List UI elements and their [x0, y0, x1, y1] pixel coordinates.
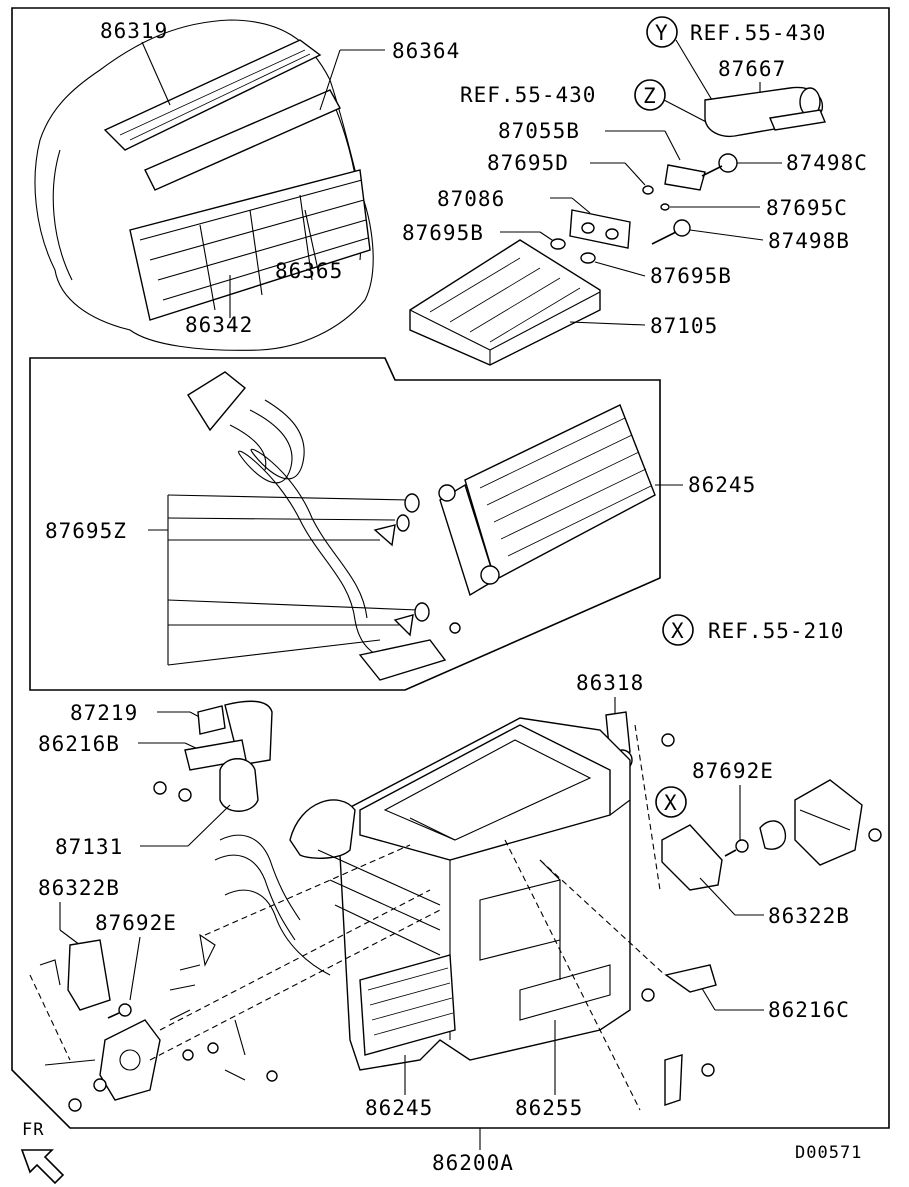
heater-core-87105 — [409, 239, 601, 366]
ref-y-text: REF.55-430 — [690, 21, 826, 45]
label-86342: 86342 — [185, 313, 253, 337]
ref-z-letter: Z — [643, 84, 657, 108]
motor-87131 — [219, 758, 259, 812]
label-86216C: 86216C — [768, 998, 850, 1022]
front-arrow-icon — [20, 1149, 65, 1185]
ref-x-circle — [662, 614, 694, 646]
label-87219: 87219 — [70, 701, 138, 725]
label-86318: 86318 — [576, 671, 644, 695]
actuator-lower-left — [68, 1019, 161, 1112]
label-86245-top: 86245 — [688, 473, 756, 497]
actuator-86322B-left — [67, 939, 111, 1011]
label-86216B: 86216B — [38, 732, 120, 756]
label-87695B-right: 87695B — [650, 264, 732, 288]
label-86322B-left: 86322B — [38, 876, 120, 900]
label-86200A: 86200A — [432, 1151, 514, 1175]
label-87105: 87105 — [650, 314, 718, 338]
label-86365: 86365 — [275, 259, 343, 283]
bracket-lower-right — [664, 1054, 715, 1106]
label-87131: 87131 — [55, 835, 123, 859]
ref-x-text: REF.55-210 — [708, 619, 844, 643]
label-86322B-right: 86322B — [768, 904, 850, 928]
bracket-87055B — [664, 164, 706, 191]
label-86255: 86255 — [515, 1096, 583, 1120]
bolt-87498B — [651, 219, 691, 245]
x-mark-circle — [655, 786, 687, 818]
heater-core-86245-detail — [438, 404, 656, 597]
label-87692E-right: 87692E — [692, 759, 774, 783]
hose-87667 — [704, 86, 826, 137]
ref-y-letter: Y — [655, 21, 669, 45]
label-86245-bottom: 86245 — [365, 1096, 433, 1120]
ref-y-circle — [646, 16, 678, 48]
label-86364: 86364 — [392, 39, 460, 63]
label-87055B: 87055B — [498, 119, 580, 143]
heater-pipes-detail — [187, 371, 391, 657]
label-87695C: 87695C — [766, 196, 848, 220]
actuator-86322B-right — [661, 824, 723, 891]
dash-assembly-illustration — [34, 19, 374, 351]
actuator-right — [759, 779, 882, 866]
label-87695B-left: 87695B — [402, 221, 484, 245]
bracket-86216C — [641, 964, 717, 1002]
label-87498B: 87498B — [768, 229, 850, 253]
detail-box — [29, 357, 661, 691]
ref-z-text: REF.55-430 — [460, 83, 596, 107]
screw-87692E-right — [724, 839, 749, 857]
flange-87086 — [569, 209, 631, 249]
label-86319: 86319 — [100, 19, 168, 43]
label-87695Z: 87695Z — [45, 519, 127, 543]
heater-unit-86200A — [214, 717, 631, 1071]
label-87667: 87667 — [718, 57, 786, 81]
label-87695D: 87695D — [487, 151, 569, 175]
label-87692E-left: 87692E — [95, 911, 177, 935]
screw-87692E-left — [107, 1003, 132, 1019]
ref-z-circle — [634, 79, 666, 111]
ref-x-letter: X — [671, 619, 685, 643]
diagram-code: D00571 — [795, 1143, 862, 1163]
bolt-87498C — [701, 153, 738, 177]
label-87498C: 87498C — [786, 151, 868, 175]
x-mark-letter: X — [664, 791, 678, 815]
orientation-label: FR — [22, 1120, 44, 1140]
label-87086: 87086 — [437, 187, 505, 211]
oring-87695D — [642, 185, 654, 195]
